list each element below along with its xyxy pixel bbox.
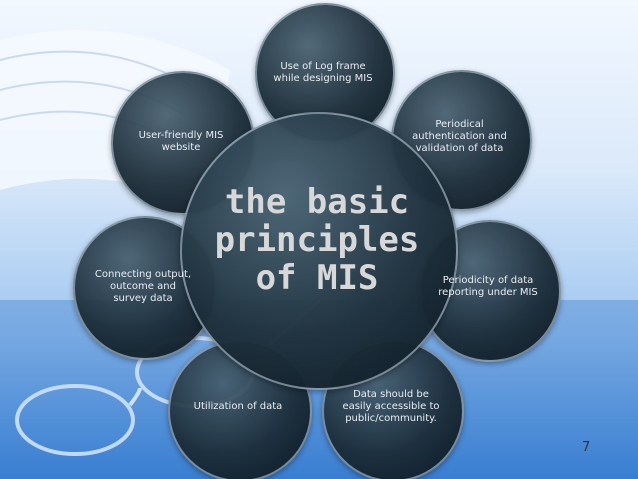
node-label-top-right: Periodical authentication and validation… [412,119,507,154]
page-number: 7 [582,440,591,455]
node-label-bottom-left: Utilization of data [193,401,283,412]
node-label-left: Connecting output, outcome and survey da… [94,269,192,304]
glasses-lens-left [15,384,135,456]
center-title: the basic principles of MIS [214,182,420,298]
node-label-top: Use of Log frame while designing MIS [273,61,373,84]
node-label-top-left: User-friendly MIS website [138,130,224,153]
center-circle [180,112,458,390]
node-label-right: Periodicity of data reporting under MIS [438,275,538,298]
node-label-bottom-right: Data should be easily accessible to publ… [342,389,440,424]
glasses-bridge [128,387,142,407]
